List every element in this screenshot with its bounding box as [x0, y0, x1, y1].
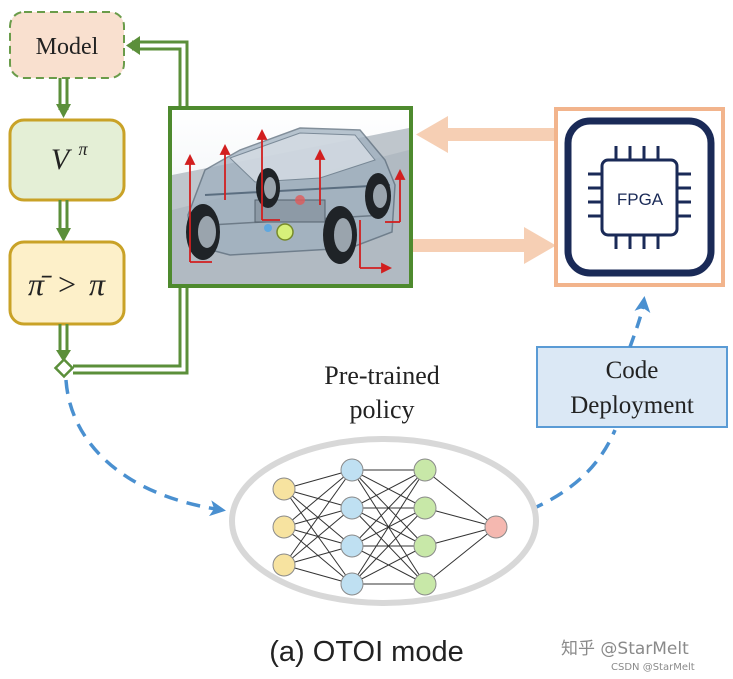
- vehicle-image: [168, 106, 413, 288]
- force-vectors: [184, 128, 406, 274]
- model-label: Model: [36, 34, 99, 60]
- fpga-panel: FPGA: [554, 107, 725, 287]
- network-node: [413, 458, 437, 482]
- network-to-deployment-arrow: [529, 429, 617, 512]
- network-node: [272, 477, 296, 501]
- network-node: [413, 496, 437, 520]
- network-edge: [424, 526, 497, 585]
- network-node: [413, 534, 437, 558]
- code-deployment-line1: Code: [606, 357, 659, 384]
- network-label-line1: Pre-trained: [324, 361, 440, 390]
- policy-improvement-box: π̄ > π: [8, 240, 126, 326]
- model-to-value-arrow: [56, 78, 71, 118]
- network-edge: [351, 507, 426, 585]
- junction-diamond: [53, 357, 75, 379]
- value-function-box: V π: [8, 118, 126, 202]
- network-node: [340, 572, 364, 596]
- network-edge: [351, 545, 426, 585]
- network-edge: [283, 469, 353, 490]
- network-edge: [283, 545, 353, 566]
- wheel-front-left: [186, 204, 220, 260]
- network-nodes: [272, 458, 508, 596]
- network-node: [272, 553, 296, 577]
- network-node: [340, 458, 364, 482]
- junction-to-network-arrow: [64, 379, 226, 517]
- figure-caption: (a) OTOI mode: [269, 636, 464, 668]
- policy-old-symbol: π: [89, 266, 106, 302]
- value-superscript: π: [78, 139, 88, 159]
- network-label-line2: policy: [350, 395, 415, 424]
- fpga-label: FPGA: [617, 190, 664, 209]
- chip-icon: [588, 146, 691, 249]
- network-edges: [283, 469, 497, 585]
- watermark-sub: CSDN @StarMelt: [611, 662, 695, 673]
- vehicle-to-fpga-arrow: [413, 227, 556, 264]
- network-edge: [424, 469, 497, 528]
- value-symbol: V: [51, 143, 73, 176]
- network-edge: [283, 564, 353, 585]
- policy-network: [229, 436, 539, 606]
- network-edge: [283, 507, 353, 566]
- watermark: 知乎 @StarMelt: [561, 639, 689, 659]
- network-edge: [283, 469, 353, 528]
- code-deployment-line2: Deployment: [570, 392, 694, 419]
- fpga-to-vehicle-arrow: [416, 116, 558, 153]
- network-edge: [424, 526, 497, 547]
- network-node: [413, 572, 437, 596]
- greater-than-symbol: >: [58, 266, 76, 302]
- wheel-rear-left: [323, 206, 357, 264]
- network-edge: [283, 469, 353, 566]
- deployment-to-fpga-arrow: [628, 296, 651, 348]
- network-edge: [424, 507, 497, 528]
- wheel-front-right: [256, 168, 280, 208]
- model-box: Model: [9, 11, 125, 79]
- network-node: [484, 515, 508, 539]
- network-edge: [351, 469, 426, 547]
- network-edge: [351, 469, 426, 509]
- network-node: [272, 515, 296, 539]
- value-to-improvement-arrow: [56, 200, 71, 242]
- network-node: [340, 496, 364, 520]
- code-deployment-box: Code Deployment: [536, 346, 728, 428]
- network-node: [340, 534, 364, 558]
- network-edge: [351, 469, 426, 585]
- wheel-rear-right: [365, 173, 391, 219]
- improvement-to-junction-arrow: [56, 324, 71, 362]
